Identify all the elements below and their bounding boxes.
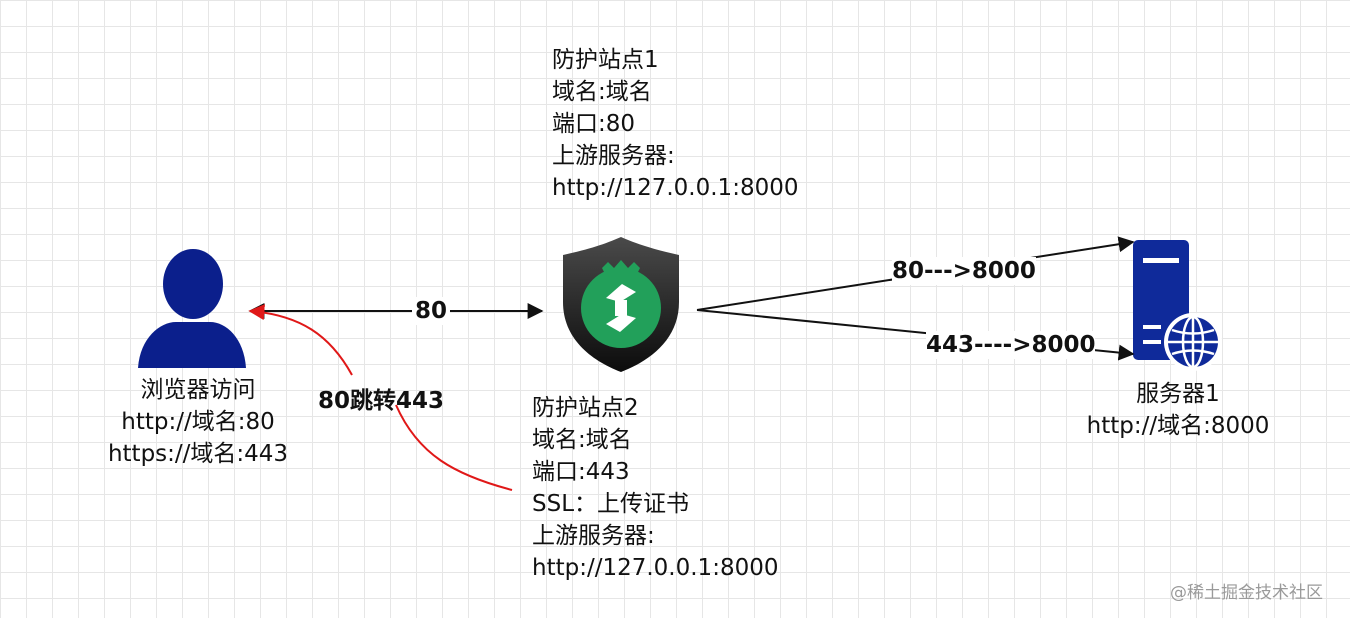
- server-title: 服务器1: [1136, 381, 1220, 407]
- watermark: @稀土掘金技术社区: [1170, 583, 1323, 603]
- browser-text: 浏览器访问 http://域名:80 https://域名:443: [78, 374, 318, 470]
- site1-domain: 域名:域名: [552, 79, 652, 105]
- site2-upstream-label: 上游服务器:: [532, 523, 655, 549]
- server-text: 服务器1 http://域名:8000: [1058, 378, 1298, 442]
- site1-upstream-url: http://127.0.0.1:8000: [552, 175, 799, 201]
- browser-http: http://域名:80: [121, 409, 275, 435]
- site2-upstream-url: http://127.0.0.1:8000: [532, 555, 779, 581]
- server-icon: [1133, 240, 1222, 371]
- edge-label-redirect: 80跳转443: [318, 388, 445, 414]
- edge-label-80-8000: 80--->8000: [892, 257, 1036, 285]
- browser-https: https://域名:443: [107, 441, 289, 467]
- edge-redirect-curve: [250, 311, 513, 491]
- site2-domain: 域名:域名: [532, 427, 632, 453]
- site2-title: 防护站点2: [532, 395, 639, 421]
- site2-port: 端口:443: [532, 459, 630, 485]
- browser-title: 浏览器访问: [140, 377, 256, 403]
- site1-title: 防护站点1: [552, 47, 659, 73]
- site2-text: 防护站点2 域名:域名 端口:443 SSL：上传证书 上游服务器: http:…: [532, 392, 778, 584]
- server-url: http://域名:8000: [1086, 413, 1270, 439]
- site2-ssl: SSL：上传证书: [532, 491, 690, 517]
- edge-label-443-8000: 443---->8000: [926, 331, 1096, 359]
- edge-label-80: 80: [412, 297, 451, 325]
- site1-upstream-label: 上游服务器:: [552, 143, 675, 169]
- site1-port: 端口:80: [552, 111, 636, 137]
- user-icon: [138, 249, 246, 368]
- site1-text: 防护站点1 域名:域名 端口:80 上游服务器: http://127.0.0.…: [552, 44, 798, 204]
- shield-icon: [563, 237, 679, 372]
